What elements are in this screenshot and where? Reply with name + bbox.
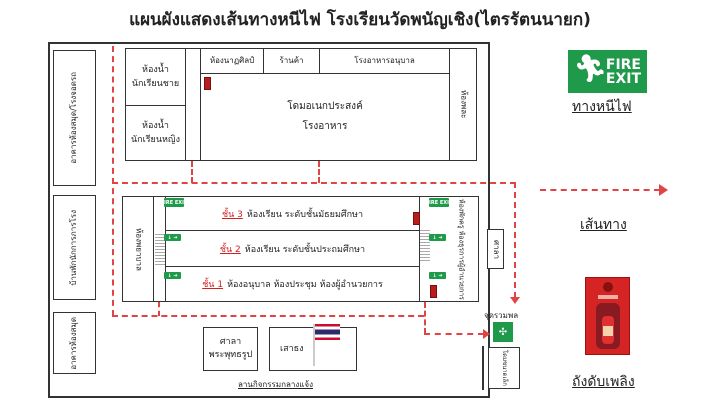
fire-extinguisher-icon [204, 77, 211, 90]
exit-arrow-icon: ↓ ➜ [164, 234, 181, 241]
school-map [48, 42, 490, 398]
fire-extinguisher-icon [430, 285, 437, 298]
floor-desc: ห้องเรียน ระดับชั้นมัธยมศึกษา [246, 209, 364, 220]
corridor [185, 48, 201, 161]
teacher-admin-room: ห้องพักครู ห้องธุรการผู้อำนวยการ [444, 196, 479, 302]
floor-2 [165, 230, 420, 267]
girls-toilet: ห้องน้ำนักเรียนหญิง [125, 105, 186, 161]
nurse-room: ห้องพยาบาล [122, 196, 154, 302]
label: นักเรียนหญิง [131, 135, 180, 145]
label: ห้องพยาบาล [134, 227, 144, 271]
route-line [112, 315, 424, 317]
label: ห้องนาฏศิลป์ [209, 55, 255, 65]
small-dome: โดมขนาดเล็ก [488, 347, 520, 389]
pavilion: ศาลา [487, 229, 504, 269]
library-parking: อาคารห้องสมุด/โรงจอดรถ [53, 50, 96, 186]
route-line [514, 182, 516, 298]
floor-number: ชั้น 1 [202, 280, 224, 290]
route-line [191, 161, 193, 183]
floor-3 [165, 196, 420, 231]
route-line [424, 302, 426, 334]
legend-fire-exit-label: ทางหนีไฟ [572, 99, 632, 115]
route-arrowhead [483, 329, 490, 339]
label: อาคารห้องสมุด [69, 316, 79, 370]
library: อาคารห้องสมุด [53, 312, 96, 374]
route-line [318, 161, 320, 183]
legend-fire-extinguisher-icon [585, 277, 630, 355]
label: ศาลา [491, 239, 501, 259]
label: โรงอาหาร [302, 121, 348, 132]
courtyard-label: ลานกิจกรรมกลางแจ้ง [238, 380, 313, 389]
buddha-pavilion: ศาลาพระพุทธรูป [203, 327, 258, 371]
label: ห้องธุรการผู้อำนวยการ [457, 230, 466, 300]
exit-arrow-icon: ↓ ➜ [164, 272, 181, 279]
fire-extinguisher-icon [413, 212, 420, 225]
floor-1 [165, 266, 420, 302]
stairs-left [155, 232, 165, 266]
label: โรงอาหารอนุบาล [354, 55, 415, 65]
label: ร้านค้า [279, 55, 304, 65]
legend-route-arrowhead [659, 184, 668, 196]
kinder-canteen: โรงอาหารอนุบาล [319, 48, 450, 74]
label: ศาลา [219, 336, 242, 347]
flagpole-icon [313, 324, 315, 366]
thai-flag-icon [314, 324, 340, 340]
boys-toilet: ห้องน้ำนักเรียนชาย [125, 48, 186, 106]
floor-desc: ห้องเรียน ระดับชั้นประถมศึกษา [244, 244, 366, 255]
label: เสาธง [280, 343, 304, 354]
floor-number: ชั้น 3 [221, 209, 243, 220]
label: ห้องน้ำ [142, 120, 169, 131]
label: ห้องพักครู [457, 198, 466, 229]
floor-number: ชั้น 2 [219, 244, 241, 255]
page-title: แผนผังแสดงเส้นทางหนีไฟ โรงเรียนวัดพนัญเช… [129, 10, 591, 30]
route-line [112, 182, 516, 184]
legend-fire-extinguisher-label: ถังดับเพลิง [572, 374, 635, 390]
exit-arrow-icon: ↓ ➜ [429, 234, 446, 241]
dance-room: ห้องนาฏศิลป์ [200, 48, 264, 74]
label: พระพุทธรูป [208, 350, 253, 360]
label: บ้านพักนักการภารโรง [69, 209, 79, 286]
label: ห้องน้ำ [142, 64, 169, 75]
label: นักเรียนชาย [131, 79, 180, 89]
label: โดมอเนกประสงค์ [287, 101, 363, 112]
fire-exit-sign: FIRE EXIT [425, 198, 453, 207]
route-arrowhead [510, 297, 520, 304]
legend-route-line [540, 189, 660, 191]
route-line [112, 46, 114, 316]
multipurpose-dome: โดมอเนกประสงค์โรงอาหาร [200, 73, 450, 161]
assembly-point-label: จุดรวมพล [484, 311, 519, 320]
label: โดมขนาดเล็ก [500, 350, 508, 386]
stairs-right [420, 228, 430, 262]
fire-exit-sign: FIRE EXIT [160, 198, 188, 207]
floor-desc: ห้องอนุบาล ห้องประชุม ห้องผู้อำนวยการ [227, 280, 383, 290]
janitor-house: บ้านพักนักการภารโรง [53, 195, 96, 300]
exit-arrow-icon: ↓ ➜ [429, 272, 446, 279]
shop: ร้านค้า [263, 48, 320, 74]
assembly-point-icon: ✣ [493, 322, 513, 342]
route-line [158, 302, 160, 316]
label: ห้องพละ [459, 90, 469, 119]
route-line [424, 333, 484, 335]
pe-room: ห้องพละ [449, 48, 477, 161]
label: อาคารห้องสมุด/โรงจอดรถ [69, 72, 79, 164]
legend-route-label: เส้นทาง [580, 217, 627, 233]
